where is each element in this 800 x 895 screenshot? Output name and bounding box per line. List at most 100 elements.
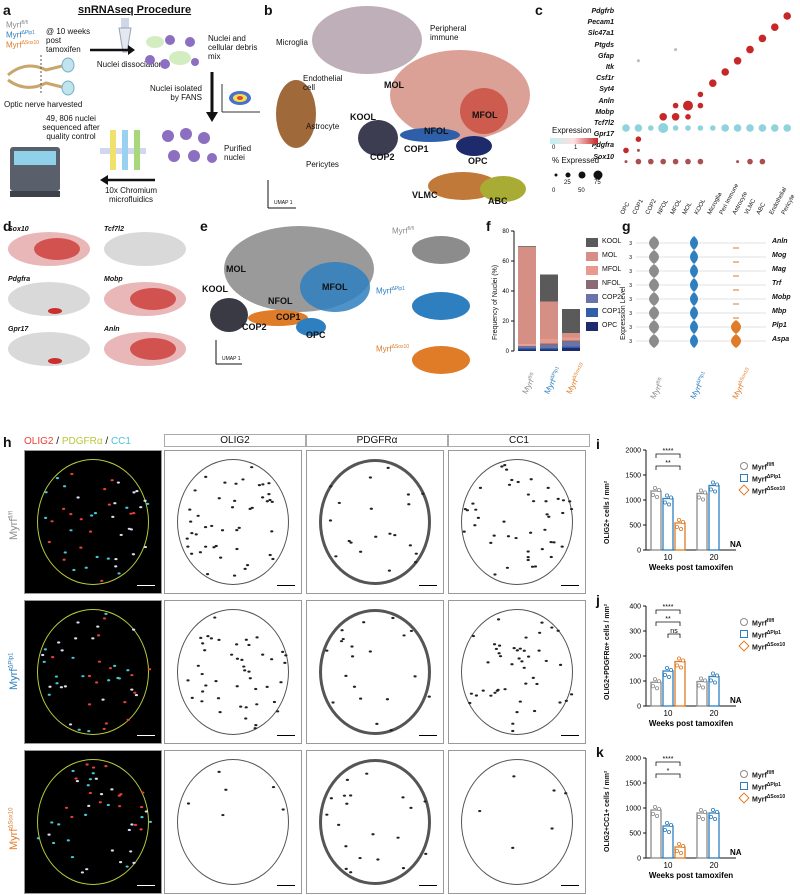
cell-label-kool: KOOL (694, 198, 708, 216)
gene-label-pecam1: Pecam1 (587, 19, 614, 27)
cell-dot (401, 796, 405, 799)
gene-label-itk: Itk (605, 64, 614, 71)
cell-dot (328, 519, 333, 522)
cell-dot (546, 486, 550, 489)
cell-dot (102, 617, 107, 620)
f-legend-swatch-mol (586, 252, 598, 261)
cell-dot (524, 682, 528, 685)
cell-dot (349, 794, 353, 797)
cell-dot (406, 493, 411, 496)
cell-dot (518, 647, 522, 650)
i-legend-marker-2 (738, 484, 750, 496)
f-bar-mol (562, 333, 580, 338)
cell-dot (190, 696, 194, 700)
cell-dot (80, 871, 85, 874)
scale-bar (277, 735, 295, 736)
label-vlmc: VLMC (412, 190, 438, 200)
g-violin (690, 292, 698, 306)
cell-label-mfol: MFOL (669, 198, 683, 216)
cell-dot (511, 729, 515, 733)
gene-label-pdgfrb: Pdgfrb (591, 8, 614, 15)
cell-dot (113, 502, 117, 505)
gene-label-anln: Anln (598, 97, 614, 105)
j-point (713, 680, 718, 685)
cell-dot (276, 710, 280, 713)
cell-dot (561, 511, 565, 515)
cell-dot (505, 566, 510, 569)
k-xlabel: Weeks post tamoxifen (649, 871, 733, 880)
cell-dot (204, 545, 208, 548)
cell-dot (110, 479, 114, 482)
cell-dot (535, 682, 539, 686)
cell-dot (83, 813, 88, 816)
cell-dot (213, 616, 217, 619)
cell-dot (106, 557, 110, 560)
cell-dots (186, 770, 285, 817)
arrow-down (206, 72, 218, 122)
cell-dot (517, 657, 521, 660)
cell-dot (116, 481, 120, 484)
pct-tick-50: 50 (578, 188, 585, 194)
dissociation-text: Nuclei dissociation (96, 60, 164, 69)
e-label-opc: OPC (306, 330, 326, 340)
j-sig: ** (665, 616, 671, 623)
cell-dot (50, 821, 54, 824)
cell-dot (244, 638, 248, 641)
k-legend-label-2: MyrfΔSox10 (752, 794, 786, 804)
j-ytick: 0 (637, 704, 641, 711)
cell-dot (496, 618, 501, 621)
cell-dot (133, 691, 137, 694)
cell-dot (518, 700, 522, 703)
cell-dot (498, 655, 503, 658)
i-ytick: 500 (629, 523, 641, 530)
g-xcat-2: MyrfΔSox10 (730, 366, 751, 401)
cell-dot (230, 653, 234, 656)
cell-dot (126, 669, 130, 672)
fans-text: Nuclei isolated by FANS (149, 84, 202, 102)
f-bar-mfol (518, 344, 536, 346)
cell-dot (113, 664, 117, 667)
cell-dot (556, 629, 560, 632)
dot-mark (660, 158, 666, 165)
j-legend-label-1: MyrfΔPlp1 (752, 630, 781, 640)
g-violin (649, 236, 659, 250)
g-gene-mog: Mog (772, 252, 787, 259)
k-ytick: 1000 (625, 806, 641, 813)
k-ytick: 2000 (625, 756, 641, 763)
cell-dot (88, 530, 93, 533)
cell-dots (325, 772, 428, 874)
cell-dot (87, 730, 91, 733)
g-tick: 3 (629, 311, 632, 317)
f-xcat-0: Myrffl/fl (520, 371, 536, 396)
cell-dot (503, 688, 507, 691)
cell-dot (220, 529, 225, 532)
i-point (681, 520, 686, 525)
i-ylabel: OLIG2+ cells / mm² (604, 480, 611, 544)
dot-mark (783, 124, 791, 132)
cell-dot (549, 540, 553, 544)
cell-dot (239, 705, 243, 708)
cell-dot (243, 669, 247, 672)
scale-bar (277, 585, 295, 586)
nerve-outline (37, 609, 149, 735)
k-point (715, 810, 720, 815)
cell-dot (235, 547, 239, 551)
j-legend-marker-0 (740, 618, 748, 626)
dot-mark (746, 124, 754, 132)
cell-dot (95, 555, 99, 559)
cell-label-abc: ABC (756, 201, 768, 216)
cell-dot (530, 565, 535, 568)
g-violin (690, 250, 698, 264)
cell-dot (91, 766, 96, 769)
i-bar (650, 490, 662, 551)
dot-mark (747, 158, 753, 165)
e-side-plp1-label: MyrfΔPlp1 (376, 286, 405, 296)
e-side-sox10-umap (412, 346, 470, 374)
chromium-text: 10x Chromium microfluidics (104, 186, 157, 204)
cell-dot (522, 649, 526, 652)
cell-dot (540, 621, 544, 624)
dot-mark (783, 12, 791, 20)
cell-dot (77, 728, 81, 731)
panel-h-letter: h (3, 434, 12, 450)
feature-gene-tcf7l2: Tcf7l2 (104, 226, 124, 233)
